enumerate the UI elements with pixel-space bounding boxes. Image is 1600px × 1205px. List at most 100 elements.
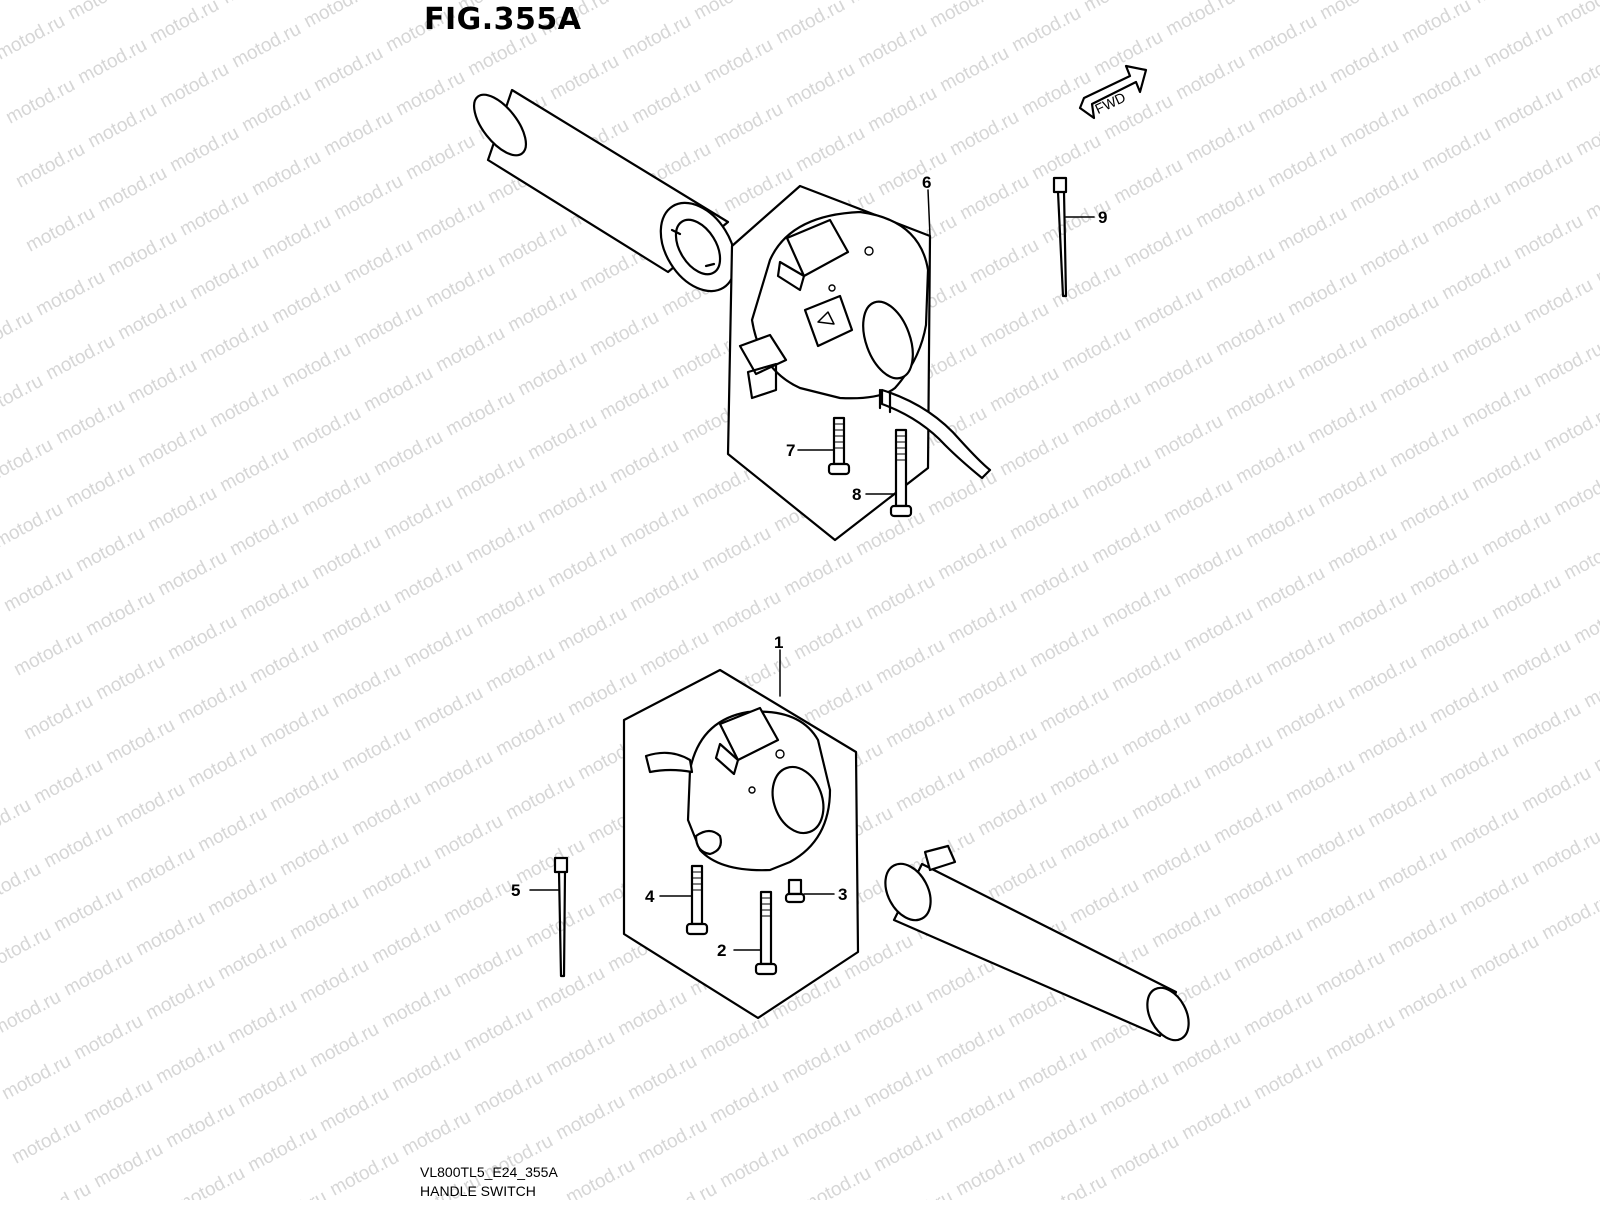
watermark-text: motod.ru xyxy=(350,299,426,353)
watermark-text: motod.ru xyxy=(1314,459,1390,513)
watermark-text: motod.ru xyxy=(30,755,106,809)
watermark-text: motod.ru xyxy=(10,627,86,681)
watermark-text: motod.ru xyxy=(1498,635,1574,689)
watermark-text: motod.ru xyxy=(142,971,218,1025)
watermark-text: motod.ru xyxy=(542,1027,618,1081)
watermark-text: motod.ru xyxy=(254,1187,330,1200)
watermark-text: motod.ru xyxy=(1366,291,1442,345)
watermark-text: motod.ru xyxy=(1302,883,1378,937)
watermark-text: motod.ru xyxy=(700,35,776,89)
watermark-text: motod.ru xyxy=(214,931,290,985)
watermark-text: motod.ru xyxy=(944,595,1020,649)
watermark-text: motod.ru xyxy=(224,995,300,1049)
watermark-text: motod.ru xyxy=(870,1123,946,1177)
watermark-text: motod.ru xyxy=(1344,651,1420,705)
watermark-text: motod.ru xyxy=(0,859,45,913)
watermark-text: motod.ru xyxy=(788,1099,864,1153)
watermark-text: motod.ru xyxy=(1470,0,1546,8)
watermark-text: motod.ru xyxy=(1304,395,1380,449)
watermark-text: motod.ru xyxy=(206,379,282,433)
watermark-text: motod.ru xyxy=(1426,675,1502,729)
screw-3 xyxy=(786,880,804,902)
watermark-text: motod.ru xyxy=(154,547,230,601)
watermark-text: motod.ru xyxy=(228,19,304,73)
watermark-text: motod.ru xyxy=(286,891,362,945)
watermark-text: motod.ru xyxy=(0,435,57,489)
watermark-text: motod.ru xyxy=(502,771,578,825)
watermark-text: motod.ru xyxy=(780,547,856,601)
watermark-text: motod.ru xyxy=(1334,587,1410,641)
watermark-text: motod.ru xyxy=(1162,0,1238,40)
watermark-text: motod.ru xyxy=(0,923,55,977)
watermark-text: motod.ru xyxy=(524,411,600,465)
watermark-text: motod.ru xyxy=(172,1163,248,1200)
watermark-text: motod.ru xyxy=(412,195,488,249)
watermark-text: motod.ru xyxy=(244,1123,320,1177)
watermark-text: motod.ru xyxy=(1316,0,1392,24)
watermark-text: motod.ru xyxy=(450,939,526,993)
watermark-text: motod.ru xyxy=(102,715,178,769)
watermark-text: motod.ru xyxy=(562,1155,638,1200)
watermark-text: motod.ru xyxy=(1182,115,1258,169)
watermark-text: motod.ru xyxy=(18,1179,94,1200)
watermark-text: motod.ru xyxy=(238,83,314,137)
watermark-text: motod.ru xyxy=(1160,475,1236,529)
watermark-text: motod.ru xyxy=(534,475,610,529)
watermark-text: motod.ru xyxy=(1592,235,1600,289)
watermark-text: motod.ru xyxy=(1518,763,1594,817)
watermark-text: motod.ru xyxy=(0,499,67,553)
watermark-text: motod.ru xyxy=(92,651,168,705)
watermark-text: motod.ru xyxy=(420,747,496,801)
watermark-text: motod.ru xyxy=(1478,507,1554,561)
watermark-text: motod.ru xyxy=(104,227,180,281)
watermark-text: motod.ru xyxy=(710,99,786,153)
watermark-text: motod.ru xyxy=(1252,563,1328,617)
watermark-text: motod.ru xyxy=(144,483,220,537)
watermark-text: motod.ru xyxy=(0,563,76,617)
watermark-text: motod.ru xyxy=(0,987,65,1041)
watermark-text: motod.ru xyxy=(318,595,394,649)
watermark-text: motod.ru xyxy=(1078,451,1154,505)
watermark-text: motod.ru xyxy=(1138,835,1214,889)
watermark-text: motod.ru xyxy=(80,1075,156,1129)
watermark-text: motod.ru xyxy=(954,659,1030,713)
watermark-text: motod.ru xyxy=(368,915,444,969)
watermark-text: motod.ru xyxy=(1232,435,1308,489)
callout-7: 7 xyxy=(786,441,795,460)
callout-9: 9 xyxy=(1098,208,1107,227)
watermark-text: motod.ru xyxy=(1240,987,1316,1041)
watermark-text: motod.ru xyxy=(606,435,682,489)
watermark-text: motod.ru xyxy=(82,587,158,641)
watermark-text: motod.ru xyxy=(1490,83,1566,137)
watermark-text: motod.ru xyxy=(0,307,37,361)
watermark-text: motod.ru xyxy=(1222,371,1298,425)
watermark-text: motod.ru xyxy=(1056,811,1132,865)
watermark-text: motod.ru xyxy=(872,635,948,689)
watermark-text: motod.ru xyxy=(782,59,858,113)
watermark-text: motod.ru xyxy=(8,1115,84,1169)
watermark-text: motod.ru xyxy=(330,171,406,225)
watermark-text: motod.ru xyxy=(1590,723,1600,777)
watermark-text: motod.ru xyxy=(300,0,376,32)
watermark-text: motod.ru xyxy=(934,531,1010,585)
watermark-text: motod.ru xyxy=(278,339,354,393)
watermark-text: motod.ru xyxy=(310,43,386,97)
watermark-text: motod.ru xyxy=(1202,243,1278,297)
watermark-text: motod.ru xyxy=(1026,619,1102,673)
watermark-text: motod.ru xyxy=(850,995,926,1049)
watermark-text: motod.ru xyxy=(152,1035,228,1089)
watermark-text: motod.ru xyxy=(1354,715,1430,769)
watermark-text: motod.ru xyxy=(470,1067,546,1121)
watermark-text: motod.ru xyxy=(1080,0,1156,16)
watermark-text: motod.ru xyxy=(922,955,998,1009)
watermark-text: motod.ru xyxy=(74,35,150,89)
watermark-text: motod.ru xyxy=(1016,555,1092,609)
right-handle-switch-assembly xyxy=(624,670,858,1018)
watermark-text: motod.ru xyxy=(226,507,302,561)
figure-title: FIG.355A xyxy=(424,2,582,37)
watermark-text: motod.ru xyxy=(596,371,672,425)
watermark-text: motod.ru xyxy=(512,835,588,889)
watermark-text: motod.ru xyxy=(554,603,630,657)
watermark-text: motod.ru xyxy=(60,947,136,1001)
watermark-text: motod.ru xyxy=(1428,187,1504,241)
